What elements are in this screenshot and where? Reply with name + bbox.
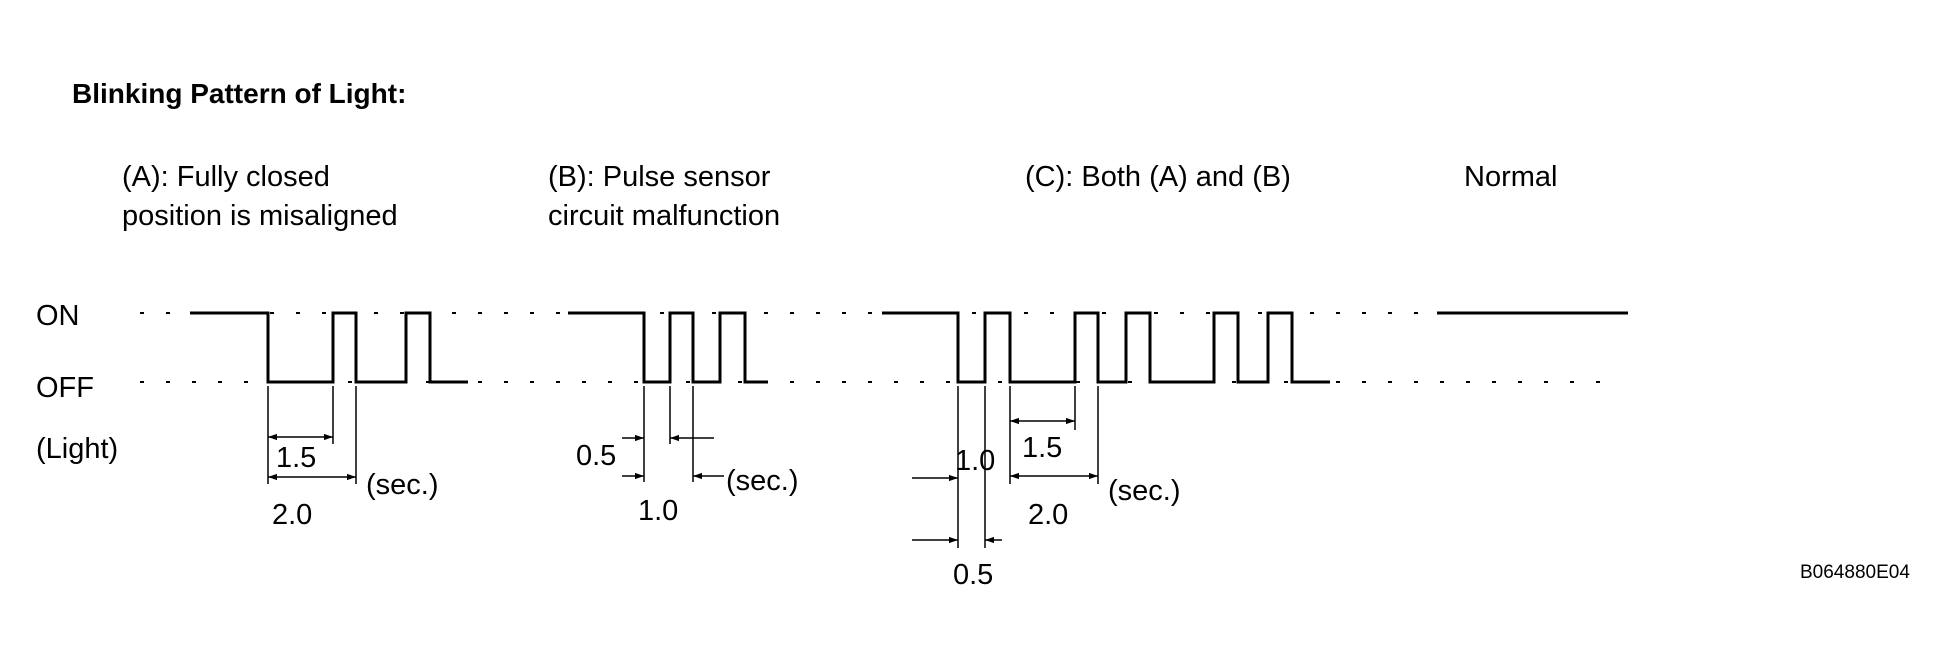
pattern-b-dimensions [622,386,724,482]
diagram-title: Blinking Pattern of Light: [72,78,406,109]
pattern-a-dim-short: 1.5 [276,442,316,474]
pattern-normal-heading: Normal [1464,161,1557,193]
pattern-c-dim-on-short: 1.0 [955,445,995,477]
pattern-b-dim-short: 0.5 [576,440,616,472]
pattern-b-unit: (sec.) [726,465,799,497]
light-axis-label: (Light) [36,433,118,465]
pattern-a-dimensions [267,386,357,484]
pattern-c-dim-off-short: 0.5 [953,559,993,591]
pattern-b-waveform [568,311,768,384]
pattern-a-unit: (sec.) [366,469,439,501]
on-level-label: ON [36,300,80,332]
pattern-a-dim-long: 2.0 [272,499,312,531]
pattern-c-waveform [882,311,1330,384]
off-level-label: OFF [36,372,94,404]
pattern-c-dim-off-long: 2.0 [1028,499,1068,531]
pattern-c-unit: (sec.) [1108,475,1181,507]
pattern-c-heading: (C): Both (A) and (B) [1025,161,1291,193]
pattern-a-waveform [190,311,468,384]
figure-code: B064880E04 [1800,562,1910,583]
pattern-b-dim-long: 1.0 [638,495,678,527]
pattern-a-heading-line2: position is misaligned [122,200,398,232]
pattern-b-heading-line1: (B): Pulse sensor [548,161,771,193]
pattern-b-heading-line2: circuit malfunction [548,200,780,232]
pattern-c-dimensions [912,386,1099,548]
pattern-a-heading-line1: (A): Fully closed [122,161,330,193]
pattern-c-dim-on-long: 1.5 [1022,432,1062,464]
